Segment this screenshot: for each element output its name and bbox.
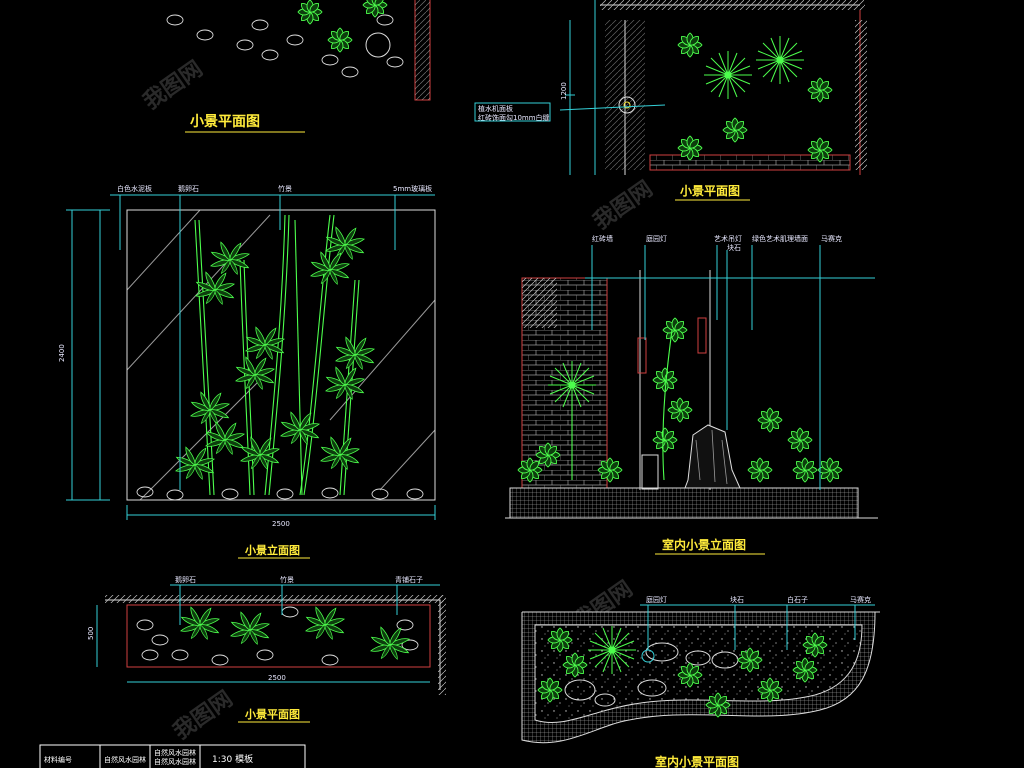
label-stone-plan: 块石 <box>730 595 744 604</box>
bottom-right-plan: 庭园灯 块石 白石子 马赛克 室内小景平面图 <box>521 595 880 768</box>
tb-cell-4: 自然风水园林 <box>154 757 196 766</box>
dim-height: 1200 <box>560 82 568 100</box>
plan-stone <box>365 32 391 58</box>
label-stone: 块石 <box>727 243 741 252</box>
label-bamboo-plan: 竹景 <box>280 575 294 584</box>
label-mosaic: 马赛克 <box>821 234 842 243</box>
label-green-wall: 绿色艺术肌理墙面 <box>752 234 808 243</box>
bottom-left-plan: 鹅卵石 竹景 青铺石子 500 2500 小景平面图 <box>87 575 446 723</box>
planter-box <box>126 604 431 668</box>
label-garden-lamp-plan: 庭园灯 <box>646 595 667 604</box>
plan-top-left-title: 小景平面图 <box>190 114 260 130</box>
label-white-gravel: 白石子 <box>787 595 808 604</box>
label-pebbles-plan: 鹅卵石 <box>175 575 196 584</box>
bamboo-leaders <box>110 194 435 490</box>
feature-rock <box>684 424 741 489</box>
garden-lamp <box>641 454 659 490</box>
tb-cell-2: 自然风水园林 <box>104 755 146 764</box>
indoor-elevation: 红砖墙 庭园灯 艺术吊灯 块石 绿色艺术肌理墙面 马赛克 室内小景立面图 <box>505 234 878 555</box>
watermark: 我图网 <box>139 57 207 115</box>
note-line-2: 红砖饰面勾10mm白缝 <box>478 113 550 122</box>
label-mosaic-plan: 马赛克 <box>850 595 871 604</box>
plan-bottom-right-title: 室内小景平面图 <box>655 754 739 768</box>
plan-top-right-title: 小景平面图 <box>680 183 740 198</box>
plan-bamboo <box>180 606 409 659</box>
label-bamboo: 竹景 <box>278 184 292 193</box>
plan-bottom-left-title: 小景平面图 <box>244 707 300 721</box>
bamboo-foliage <box>175 226 374 479</box>
top-left-plan: 小景平面图 <box>166 0 431 133</box>
elev-bamboo-title: 小景立面图 <box>244 543 300 557</box>
tb-scale: 1:30 模板 <box>212 753 253 765</box>
label-glass: 5mm玻璃板 <box>393 184 432 193</box>
glass-panel <box>126 209 436 501</box>
top-right-plants <box>678 33 832 162</box>
tb-cell-1: 材料编号 <box>44 755 72 764</box>
label-garden-lamp: 庭园灯 <box>646 234 667 243</box>
pendant-lamp <box>637 337 647 374</box>
dim-plan-width: 2500 <box>268 674 286 682</box>
top-right-section: 1200 植水机面板 红砖饰面勾10mm白缝 小景平面图 <box>474 0 867 201</box>
light-symbol-icon <box>618 96 636 114</box>
mosaic-planter <box>509 487 859 519</box>
dim-bamboo-height: 2400 <box>58 344 66 362</box>
label-gravel-plan: 青铺石子 <box>395 575 423 584</box>
watermark: 我图网 <box>589 177 657 235</box>
elev-indoor-title: 室内小景立面图 <box>662 537 746 552</box>
tb-cell-3: 自然风水园林 <box>154 748 196 757</box>
ferns <box>298 0 387 52</box>
bamboo-elevation: 白色水泥板 鹅卵石 竹景 5mm玻璃板 2400 2500 小景立面图 <box>58 184 436 559</box>
plan-pebbles <box>136 606 419 666</box>
pebbles <box>166 14 404 78</box>
label-brick-wall: 红砖墙 <box>592 234 613 243</box>
pendant-lamp <box>697 317 707 354</box>
label-pebbles: 鹅卵石 <box>178 184 199 193</box>
dim-plan-depth: 500 <box>87 627 95 640</box>
label-pendant-lamp: 艺术吊灯 <box>714 234 742 243</box>
label-cement-board: 白色水泥板 <box>117 184 152 193</box>
watermark: 我图网 <box>169 687 237 745</box>
dim-bamboo-width: 2500 <box>272 520 290 528</box>
title-block: 材料编号 自然风水园林 自然风水园林 自然风水园林 1:30 模板 <box>39 744 306 768</box>
note-line-1: 植水机面板 <box>478 104 513 113</box>
